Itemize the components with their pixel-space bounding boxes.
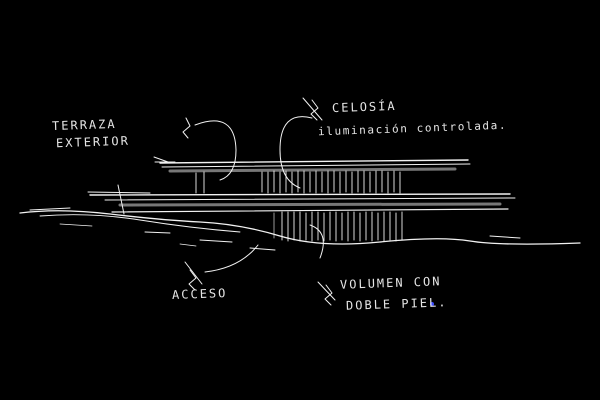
label-celosia-line1: CELOSÍA [331,98,397,116]
celosia-slats-upper [195,170,401,194]
ground-line [19,207,581,251]
celosia-slats-lower [273,211,403,242]
middle-slab [87,184,516,215]
label-terraza-line2: EXTERIOR [55,133,131,151]
ink-dot [430,302,434,306]
leader-acceso [184,244,259,291]
upper-roof-slab [154,159,471,173]
label-terraza-line1: TERRAZA [51,116,117,134]
leader-terraza [153,117,237,181]
label-acceso: ACCESO [171,286,228,302]
leader-celosia [279,97,323,189]
leader-volumen [309,224,336,306]
